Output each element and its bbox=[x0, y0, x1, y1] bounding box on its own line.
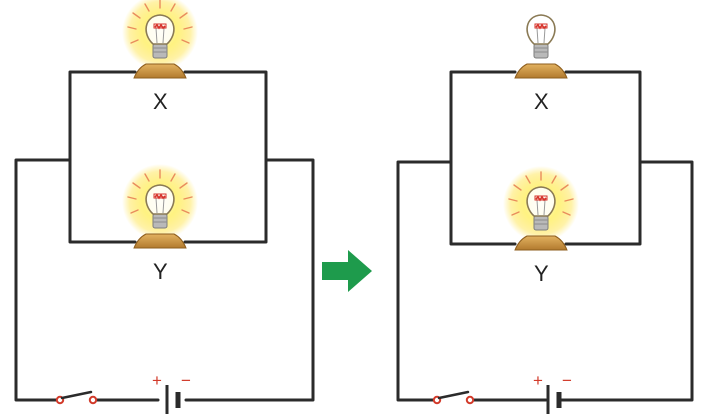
left-battery-minus: − bbox=[181, 371, 191, 390]
right-bulb-y-label: Y bbox=[534, 261, 549, 286]
right-arrow-icon bbox=[322, 250, 372, 292]
right-battery-plus: + bbox=[533, 371, 543, 390]
right-bulb-x bbox=[514, 14, 568, 79]
left-battery-plus: + bbox=[152, 371, 162, 390]
right-battery: + − bbox=[533, 371, 572, 414]
right-parallel-loop-wire bbox=[449, 70, 642, 246]
right-circuit: X Y + − bbox=[396, 14, 694, 414]
left-outer-wire-left bbox=[14, 158, 72, 402]
right-switch bbox=[432, 390, 475, 405]
left-parallel-loop-wire bbox=[68, 70, 268, 244]
right-bulb-y bbox=[503, 166, 579, 251]
switch-lever-icon bbox=[60, 390, 93, 400]
left-bulb-y bbox=[122, 164, 198, 249]
left-bulb-y-label: Y bbox=[153, 259, 168, 284]
right-outer-wire-left bbox=[396, 160, 453, 402]
left-switch bbox=[55, 390, 98, 405]
left-outer-wire-right bbox=[184, 158, 315, 402]
switch-lever-icon bbox=[437, 390, 470, 400]
left-circuit: X Y + − bbox=[14, 0, 315, 414]
right-outer-wire-right bbox=[558, 160, 694, 402]
right-battery-minus: − bbox=[562, 371, 572, 390]
right-bulb-x-label: X bbox=[534, 89, 549, 114]
left-battery: + − bbox=[152, 371, 191, 414]
left-bulb-x bbox=[122, 0, 198, 79]
left-bulb-x-label: X bbox=[153, 89, 168, 114]
